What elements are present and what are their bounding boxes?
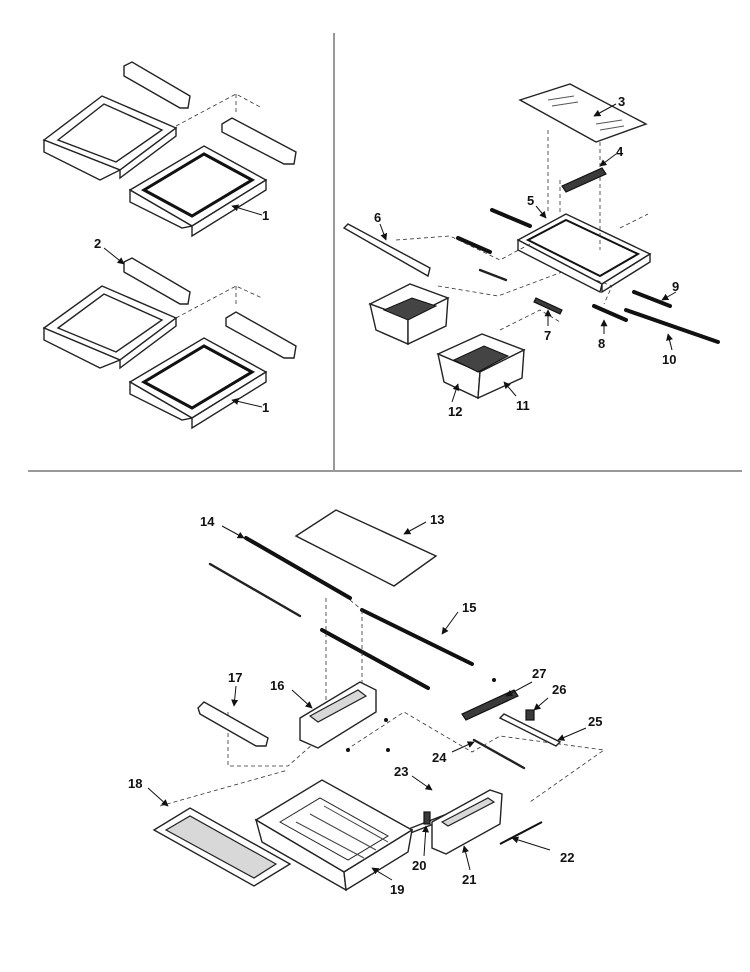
- callout-13: 13: [430, 512, 444, 527]
- callout-19: 19: [390, 882, 404, 897]
- callout-22: 22: [560, 850, 574, 865]
- callout-11: 11: [516, 398, 530, 413]
- callout-26: 26: [552, 682, 566, 697]
- callout-25: 25: [588, 714, 602, 729]
- callout-23: 23: [394, 764, 408, 779]
- callout-21: 21: [462, 872, 476, 887]
- callout-10: 10: [662, 352, 676, 367]
- callout-16: 16: [270, 678, 284, 693]
- shelf-group-lower: [42, 247, 297, 430]
- callout-8: 8: [598, 336, 605, 351]
- callout-15: 15: [462, 600, 476, 615]
- callout-3: 3: [618, 94, 625, 109]
- callout-14: 14: [200, 514, 215, 529]
- callout-1-lower: 1: [262, 400, 269, 415]
- callout-2: 2: [94, 236, 101, 251]
- callout-9: 9: [672, 279, 679, 294]
- callout-5: 5: [527, 193, 534, 208]
- callout-12: 12: [448, 404, 462, 419]
- crisper-group: [342, 83, 720, 403]
- callout-18: 18: [128, 776, 142, 791]
- callout-7: 7: [544, 328, 551, 343]
- callout-4: 4: [616, 144, 624, 159]
- callout-20: 20: [412, 858, 426, 873]
- shelf-group-upper: [42, 61, 297, 238]
- callout-6: 6: [374, 210, 381, 225]
- callout-1-upper: 1: [262, 208, 269, 223]
- callout-17: 17: [228, 670, 242, 685]
- drawer-group: [147, 509, 606, 892]
- callout-24: 24: [432, 750, 447, 765]
- callout-27: 27: [532, 666, 546, 681]
